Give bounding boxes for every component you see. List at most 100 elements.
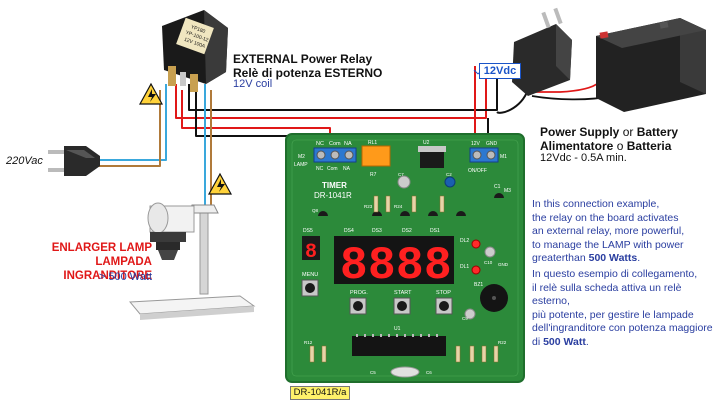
silk-m1: M1 (500, 154, 507, 160)
terminal-block-left: NC Com NA NC Com NA M2 LAMP (294, 141, 357, 172)
lamp-title-en: ENLARGER LAMP (51, 242, 152, 254)
wire-blue-1 (96, 84, 167, 161)
voltage-regulator: U2 (418, 140, 446, 168)
start-button[interactable]: START (393, 290, 412, 315)
description-en-line: greaterthan 500 Watts. (532, 252, 641, 264)
onboard-relay: RL1 (361, 140, 391, 167)
crystal (390, 366, 420, 378)
microcontroller-u1 (352, 336, 446, 356)
description-it: In questo esempio di collegamento, il re… (532, 268, 720, 349)
external-relay: YP180 YP-100-12 12V 100A (162, 10, 228, 92)
model-badge: DR-1041R/a (290, 386, 350, 400)
power-adapter-icon (512, 7, 572, 96)
silk-c6: C6 (426, 370, 432, 375)
terminal-sub-nc: NC (316, 166, 324, 172)
lamp-title: ENLARGER LAMP LAMPADA INGRANDITORE (6, 242, 152, 283)
description-it-line: il relè sulla scheda attiva un relè este… (532, 281, 682, 308)
lamp-watt: > 500 Watt (98, 271, 152, 283)
display-digit-2: 8 (368, 240, 396, 292)
mains-plug-icon (48, 146, 100, 176)
silk-q8: Q8 (312, 208, 319, 213)
description-en-line: the relay on the board activates (532, 211, 679, 224)
description-en-line: to manage the LAMP with power (532, 238, 684, 251)
silk-ds2: DS2 (402, 228, 412, 234)
display-digit-3: 8 (396, 240, 424, 292)
prog-button[interactable]: PROG. (349, 290, 368, 315)
silk-gnd: GND (498, 262, 509, 267)
wires (96, 57, 652, 205)
silk-r22: R22 (498, 340, 507, 345)
prog-button-label: PROG. (350, 290, 368, 296)
silk-ds1: DS1 (430, 228, 440, 234)
led-dl2 (471, 239, 481, 249)
silk-u1: U1 (394, 326, 401, 332)
silk-u2: U2 (423, 140, 430, 146)
description-it-line: In questo esempio di collegamento, (532, 268, 698, 280)
relay-label-line-1: YP180 (190, 24, 206, 35)
resistors (309, 195, 499, 363)
silk-m3: M3 (504, 188, 511, 194)
terminal-label-12v: 12V (471, 141, 481, 147)
power-supply-spec: 12Vdc - 0.5A min. (540, 152, 627, 164)
enlarger-lamp-icon (128, 202, 256, 320)
silk-r23: R23 (364, 204, 373, 209)
silk-ds3: DS3 (372, 228, 382, 234)
silk-r7: R7 (370, 172, 377, 178)
menu-button[interactable]: MENU (301, 272, 319, 297)
silk-c10: C10 (484, 260, 493, 265)
capacitor-c2 (444, 176, 456, 188)
transistor-row (318, 193, 504, 216)
power-supply-title: Power Supply or Battery Alimentatore o B… (540, 125, 678, 154)
silk-ds4: DS4 (344, 228, 354, 234)
terminal-block-right: 12V GND M1 ON/OFF (468, 141, 507, 174)
silk-m2: M2 (298, 154, 305, 160)
display-digit-4: 8 (424, 240, 452, 292)
silk-lamp: LAMP (294, 162, 308, 168)
terminal-label-gnd: GND (486, 141, 498, 147)
silk-c7: C7 (398, 172, 404, 177)
description-en: In this connection example, the relay on… (532, 198, 684, 266)
silk-r24: R24 (394, 204, 403, 209)
silk-c2: C2 (446, 172, 452, 177)
relay-coil-label: 12V coil (233, 78, 273, 90)
lamp-title-it: LAMPADA INGRANDITORE (63, 255, 152, 282)
high-voltage-warning-icon (207, 172, 233, 195)
small-display-digit: 8 (305, 241, 317, 264)
high-voltage-warning-icon (138, 82, 164, 105)
silk-ds5: DS5 (303, 228, 313, 234)
description-en-line: In this connection example, (532, 198, 660, 210)
relay-title-it: Relè di potenza ESTERNO (233, 66, 383, 81)
terminal-label-nc: NC (316, 141, 324, 147)
wire-red-relay-top (175, 66, 487, 119)
battery-icon (596, 18, 706, 112)
power-supply-title-en: Power Supply or Battery (540, 125, 679, 139)
silk-dl2: DL2 (460, 238, 469, 244)
mains-voltage-label: 220Vac (6, 155, 43, 167)
silk-dl1: DL1 (460, 264, 469, 270)
stop-button[interactable]: STOP (435, 290, 453, 315)
power-supply-title-it: Alimentatore o Batteria (540, 139, 672, 154)
wire-black-relay (188, 66, 498, 111)
wire-brown-1 (96, 90, 161, 167)
vdc-label: 12Vdc (479, 63, 521, 79)
description-en-line: an external relay, more powerful, (532, 225, 685, 237)
terminal-sub-na: NA (343, 166, 351, 172)
silk-rl1: RL1 (368, 140, 377, 146)
silk-timer: TIMER (322, 181, 347, 190)
terminal-sub-com: Com (327, 166, 338, 172)
capacitor-c9 (464, 308, 476, 320)
silk-bz1: BZ1 (474, 282, 483, 288)
small-display (302, 236, 320, 260)
display-digit-1: 8 (340, 240, 368, 292)
chip-pins (356, 334, 438, 337)
capacitor-c10 (484, 246, 496, 258)
description-it-line: dell'ingranditore con potenza maggiore (532, 322, 713, 334)
wire-psu (496, 89, 529, 114)
timer-board: NC Com NA NC Com NA M2 LAMP RL1 U2 12V G… (285, 133, 525, 383)
silk-c1: C1 (494, 184, 501, 190)
start-button-label: START (394, 290, 412, 296)
silk-c5: C5 (370, 370, 376, 375)
capacitor-c7 (397, 175, 411, 189)
silk-r12: R12 (304, 340, 313, 345)
silk-c9: C9 (462, 316, 468, 321)
